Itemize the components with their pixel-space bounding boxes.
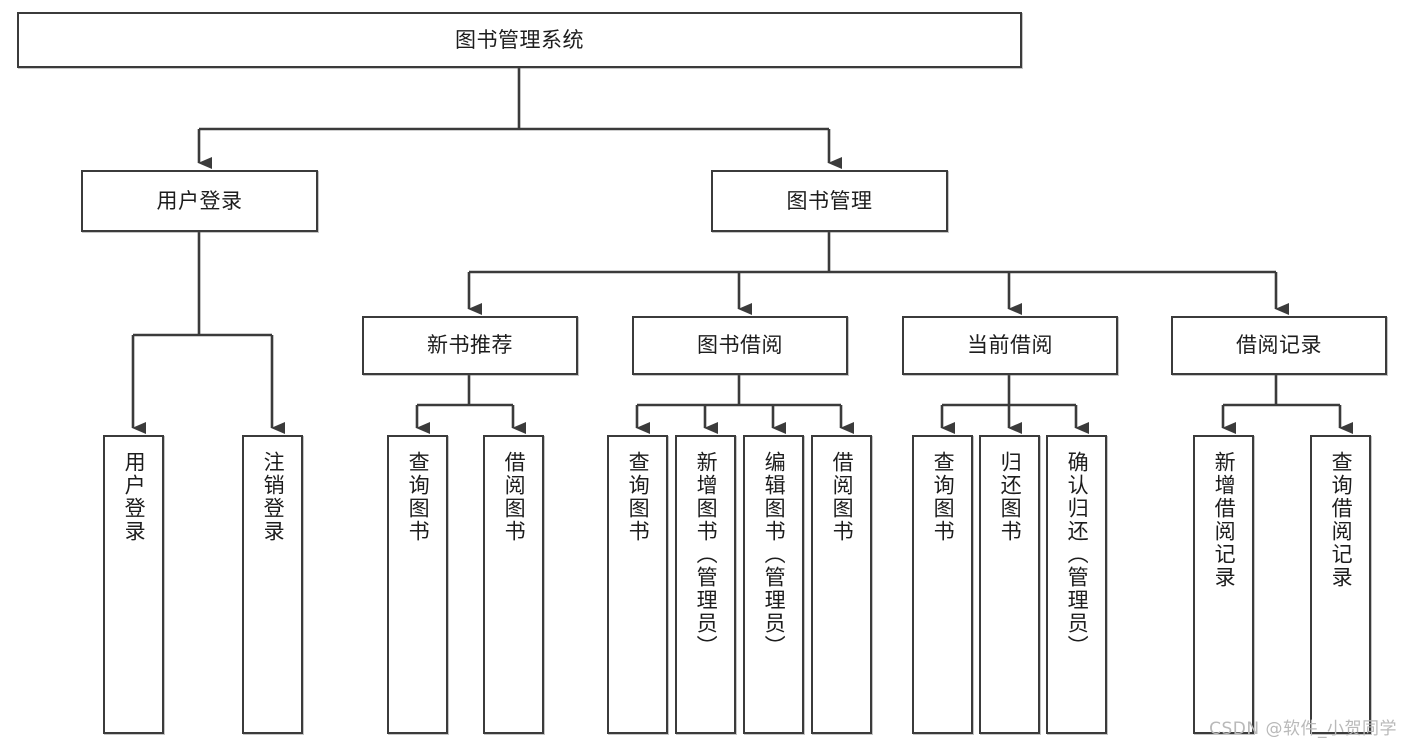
node-leaf-add-book-label: 新增图书（管理员） xyxy=(694,451,719,658)
node-user-login-label: 用户登录 xyxy=(156,188,243,213)
node-new-book-recommend-label: 新书推荐 xyxy=(427,333,513,358)
node-leaf-return-book-label: 归还图书 xyxy=(998,451,1023,543)
node-leaf-query-book-1[interactable]: 查询图书 xyxy=(387,435,448,734)
node-leaf-query-book-1-label: 查询图书 xyxy=(406,451,431,543)
node-leaf-logout-label: 注销登录 xyxy=(261,451,286,543)
node-leaf-confirm-return-label: 确认归还（管理员） xyxy=(1065,451,1090,658)
node-borrow-record-label: 借阅记录 xyxy=(1236,333,1322,358)
node-leaf-borrow-book-1-label: 借阅图书 xyxy=(502,451,527,543)
node-current-borrow-label: 当前借阅 xyxy=(967,333,1053,358)
watermark-text: CSDN @软件_小贺同学 xyxy=(1209,719,1397,739)
node-book-manage[interactable]: 图书管理 xyxy=(711,170,948,232)
node-borrow-record[interactable]: 借阅记录 xyxy=(1171,316,1387,375)
node-leaf-query-book-3-label: 查询图书 xyxy=(931,451,956,543)
node-book-borrow[interactable]: 图书借阅 xyxy=(632,316,848,375)
node-root-label: 图书管理系统 xyxy=(455,27,584,52)
node-leaf-query-book-2[interactable]: 查询图书 xyxy=(607,435,668,734)
node-leaf-edit-book[interactable]: 编辑图书（管理员） xyxy=(743,435,804,734)
node-leaf-borrow-book-2-label: 借阅图书 xyxy=(830,451,855,543)
node-leaf-return-book[interactable]: 归还图书 xyxy=(979,435,1040,734)
node-leaf-add-record-label: 新增借阅记录 xyxy=(1212,451,1237,589)
node-leaf-user-login-label: 用户登录 xyxy=(122,451,147,543)
node-leaf-add-book[interactable]: 新增图书（管理员） xyxy=(675,435,736,734)
node-leaf-borrow-book-1[interactable]: 借阅图书 xyxy=(483,435,544,734)
node-book-manage-label: 图书管理 xyxy=(786,188,873,213)
node-current-borrow[interactable]: 当前借阅 xyxy=(902,316,1118,375)
node-leaf-add-record[interactable]: 新增借阅记录 xyxy=(1193,435,1254,734)
node-leaf-edit-book-label: 编辑图书（管理员） xyxy=(762,451,787,658)
node-root[interactable]: 图书管理系统 xyxy=(17,12,1022,68)
node-leaf-query-book-3[interactable]: 查询图书 xyxy=(912,435,973,734)
node-leaf-confirm-return[interactable]: 确认归还（管理员） xyxy=(1046,435,1107,734)
node-leaf-user-login[interactable]: 用户登录 xyxy=(103,435,164,734)
node-new-book-recommend[interactable]: 新书推荐 xyxy=(362,316,578,375)
node-leaf-query-book-2-label: 查询图书 xyxy=(626,451,651,543)
node-user-login[interactable]: 用户登录 xyxy=(81,170,318,232)
node-leaf-logout[interactable]: 注销登录 xyxy=(242,435,303,734)
node-leaf-query-record[interactable]: 查询借阅记录 xyxy=(1310,435,1371,734)
node-book-borrow-label: 图书借阅 xyxy=(697,333,783,358)
node-leaf-borrow-book-2[interactable]: 借阅图书 xyxy=(811,435,872,734)
node-leaf-query-record-label: 查询借阅记录 xyxy=(1329,451,1354,589)
